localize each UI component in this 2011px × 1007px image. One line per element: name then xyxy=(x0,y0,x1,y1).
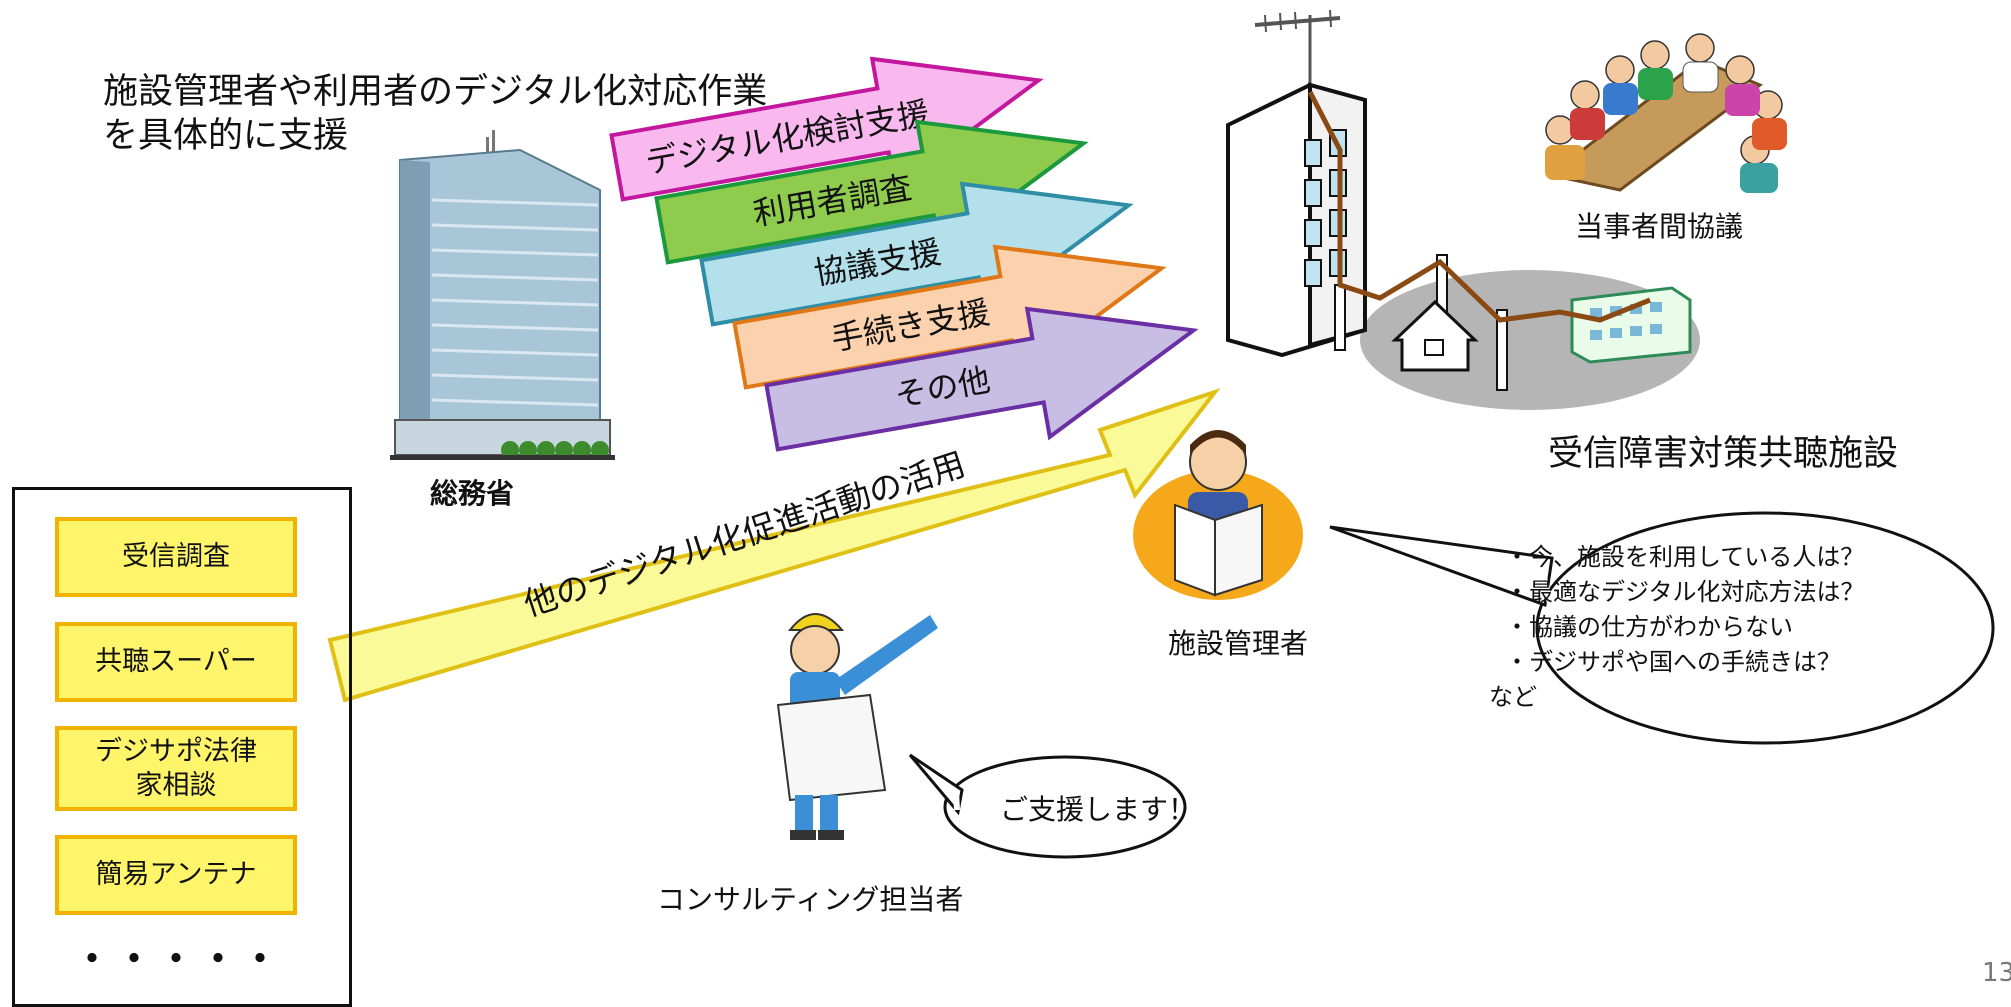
list-item-simple-antenna: 簡易アンテナ xyxy=(55,835,297,915)
bubble-line: など xyxy=(1489,683,1537,711)
shared-reception-facility-icon xyxy=(1226,9,1700,410)
ministry-building-icon xyxy=(390,130,615,460)
list-item-legal-consult: デジサポ法律 家相談 xyxy=(55,726,297,811)
meeting-illustration-icon xyxy=(1545,33,1787,193)
consultant-worker-icon xyxy=(776,613,938,840)
bubble-line: ・デジサポや国への手続きは？ xyxy=(1505,648,1841,676)
page-heading: 施設管理者や利用者のデジタル化対応作業 を具体的に支援 xyxy=(103,72,768,156)
facility-label: 受信障害対策共聴施設 xyxy=(1548,434,1899,474)
manager-label: 施設管理者 xyxy=(1168,627,1309,660)
list-item-kyocho-super: 共聴スーパー xyxy=(55,622,297,702)
bubble-line: ・協議の仕方がわからない xyxy=(1505,613,1793,641)
list-item-reception-survey: 受信調査 xyxy=(55,517,297,597)
ministry-label: 総務省 xyxy=(430,477,515,510)
manager-speech-bubble xyxy=(1329,511,1995,745)
meeting-label: 当事者間協議 xyxy=(1575,210,1744,243)
bubble-line: ・今、施設を利用している人は？ xyxy=(1505,543,1865,571)
facility-manager-icon xyxy=(1133,430,1303,600)
consultant-label: コンサルティング担当者 xyxy=(657,883,964,916)
consultant-speech-bubble xyxy=(908,753,1187,859)
arrow-other xyxy=(764,306,1199,452)
manager-bubble-text: ・今、施設を利用している人は？ ・最適なデジタル化対応方法は？ ・協議の仕方がわ… xyxy=(1489,540,1865,715)
promotion-activities-list: 受信調査 共聴スーパー デジサポ法律 家相談 簡易アンテナ ・・・・・ xyxy=(12,487,352,1007)
list-more-ellipsis: ・・・・・ xyxy=(73,937,284,981)
consultant-bubble-text: ご支援します！ xyxy=(1000,793,1197,826)
page-number: 13 xyxy=(1982,958,2011,988)
bubble-line: ・最適なデジタル化対応方法は？ xyxy=(1505,578,1865,606)
